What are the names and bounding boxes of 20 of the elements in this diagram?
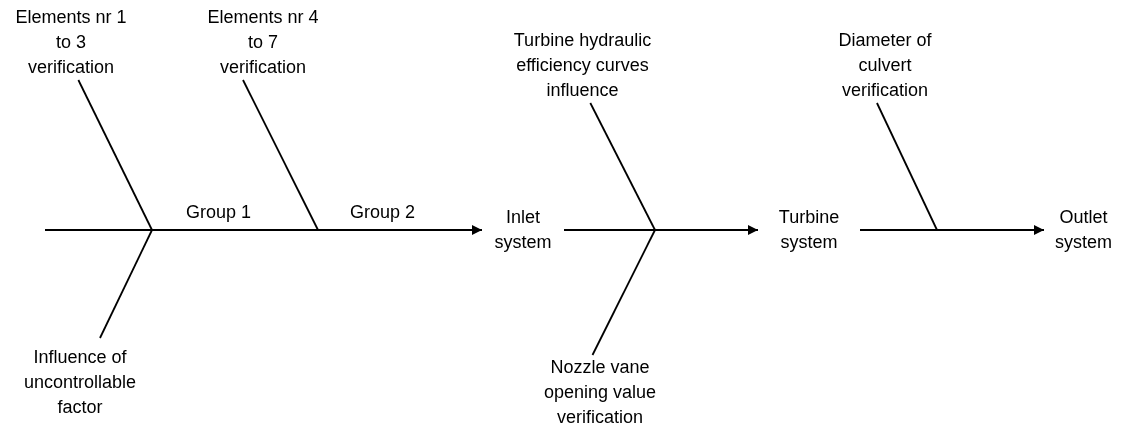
node-label: Turbine hydraulic efficiency curves influence (512, 29, 653, 102)
arrow (563, 225, 759, 235)
branch-line (77, 79, 153, 231)
branch-label: Group 2 (350, 201, 416, 223)
arrow (44, 225, 483, 235)
node-label: Diameter of culvert verification (837, 29, 933, 102)
node-label: Turbine system (777, 206, 841, 254)
node-label: Inlet system (493, 206, 553, 254)
arrow (859, 225, 1045, 235)
node-label: Outlet system (1054, 206, 1113, 254)
branch-line (591, 229, 656, 356)
node-label: Elements nr 4 to 7 verification (207, 6, 319, 79)
node-label: Nozzle vane opening value verification (542, 356, 658, 429)
node-label: Influence of uncontrollable factor (22, 346, 138, 419)
branch-line (242, 79, 319, 231)
branch-label: Group 1 (186, 201, 252, 223)
branch-line (99, 229, 153, 339)
branch-line (876, 102, 938, 231)
branch-line (589, 102, 656, 231)
node-label: Elements nr 1 to 3 verification (15, 6, 127, 79)
